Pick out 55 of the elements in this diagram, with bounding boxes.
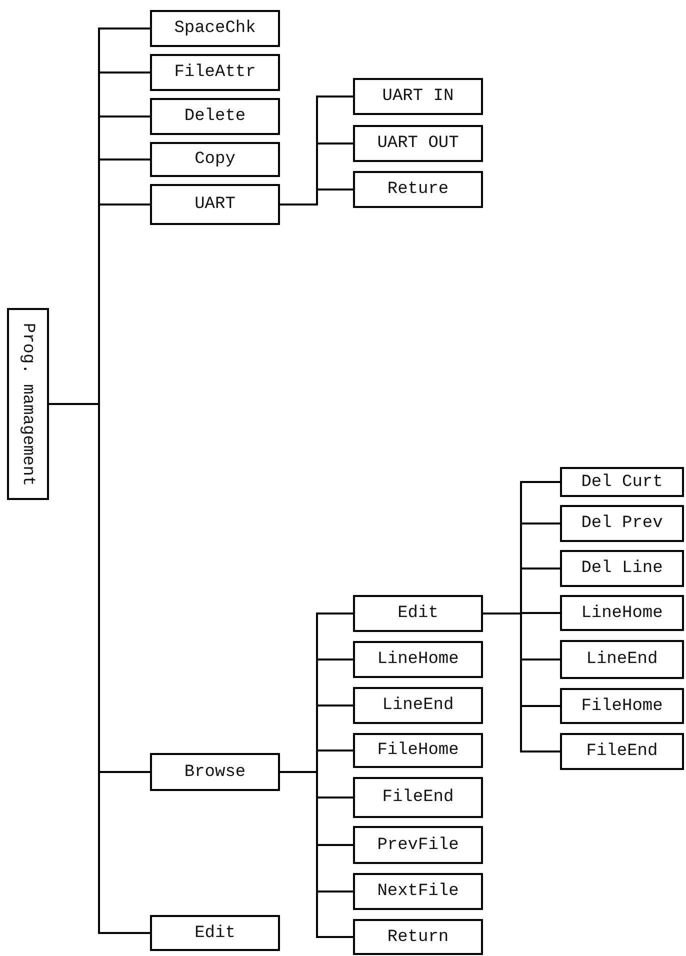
menu-box bbox=[150, 54, 280, 91]
menu-box bbox=[353, 171, 483, 208]
menu-label: LineEnd bbox=[382, 697, 454, 714]
menu-label: UART OUT bbox=[377, 135, 459, 152]
menu-box bbox=[150, 142, 280, 177]
menu-label: FileHome bbox=[581, 698, 663, 714]
menu-box bbox=[353, 78, 483, 115]
menu-box bbox=[353, 687, 483, 724]
menu-label: UART IN bbox=[382, 88, 454, 105]
menu-label: Reture bbox=[387, 181, 449, 198]
menu-box bbox=[150, 753, 280, 791]
menu-label: LineEnd bbox=[586, 651, 658, 668]
menu-box bbox=[353, 595, 483, 632]
connector-line bbox=[280, 188, 353, 206]
menu-box bbox=[353, 873, 483, 910]
menu-label: Del Curt bbox=[581, 474, 663, 490]
menu-box bbox=[560, 733, 684, 770]
menu-label: SpaceChk bbox=[174, 20, 256, 37]
menu-box bbox=[353, 919, 483, 955]
menu-label: FileAttr bbox=[174, 64, 256, 81]
connector-line bbox=[280, 771, 353, 938]
menu-label: UART bbox=[194, 196, 236, 213]
menu-box bbox=[560, 467, 684, 497]
menu-label: Prog. mamagement bbox=[20, 322, 36, 486]
menu-label: NextFile bbox=[377, 883, 459, 900]
menu-box bbox=[150, 184, 280, 225]
menu-box bbox=[353, 125, 483, 162]
menu-label: LineHome bbox=[581, 604, 663, 622]
menu-label: Del Line bbox=[581, 560, 663, 577]
menu-box bbox=[7, 308, 49, 500]
menu-label: Copy bbox=[194, 151, 236, 168]
menu-box bbox=[353, 641, 483, 678]
menu-box bbox=[560, 640, 684, 679]
menu-label: Edit bbox=[194, 924, 236, 942]
menu-box bbox=[353, 826, 483, 864]
menu-label: Return bbox=[387, 928, 449, 946]
menu-label: Edit bbox=[398, 605, 438, 622]
menu-box bbox=[150, 10, 280, 47]
menu-box bbox=[353, 777, 483, 818]
menu-label: Delete bbox=[184, 108, 246, 125]
menu-box bbox=[560, 505, 684, 542]
menu-label: Browse bbox=[184, 764, 246, 780]
menu-box bbox=[150, 915, 280, 951]
connector-line bbox=[483, 612, 560, 752]
menu-box bbox=[560, 688, 684, 724]
menu-label: PrevFile bbox=[377, 836, 459, 854]
menu-label: FileHome bbox=[377, 742, 459, 759]
menu-box bbox=[353, 733, 483, 768]
menu-box bbox=[560, 595, 684, 631]
menu-box bbox=[560, 550, 684, 587]
menu-label: FileEnd bbox=[382, 789, 454, 806]
menu-label: Del Prev bbox=[581, 515, 663, 532]
menu-label: FileEnd bbox=[586, 743, 658, 760]
menu-label: LineHome bbox=[377, 651, 459, 668]
menu-box bbox=[150, 98, 280, 135]
